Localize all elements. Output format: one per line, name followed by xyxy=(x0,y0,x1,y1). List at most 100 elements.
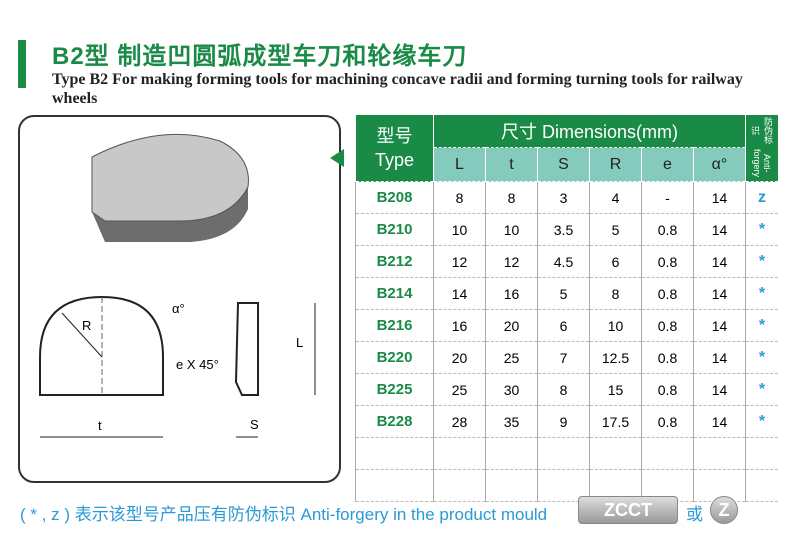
cell: 0.8 xyxy=(641,405,694,438)
page-title: B2型 制造凹圆弧成型车刀和轮缘车刀 xyxy=(52,43,468,70)
cell: 14 xyxy=(433,277,486,310)
cell: 12 xyxy=(433,245,486,278)
cell: 0.8 xyxy=(641,373,694,406)
title-accent-bar xyxy=(18,40,26,88)
cell: 0.8 xyxy=(641,245,694,278)
cell: 5 xyxy=(537,277,590,310)
cell: 16 xyxy=(485,277,538,310)
cell: 0.8 xyxy=(641,341,694,374)
cell: 7 xyxy=(537,341,590,374)
page-subtitle: Type B2 For making forming tools for mac… xyxy=(52,71,743,107)
column-header: S xyxy=(537,147,590,182)
anti-forgery-mark: * xyxy=(745,405,778,438)
cell: 4.5 xyxy=(537,245,590,278)
model-code: B216 xyxy=(355,309,434,342)
column-header: R xyxy=(589,147,642,182)
model-code: B212 xyxy=(355,245,434,278)
cell: 28 xyxy=(433,405,486,438)
model-code: B228 xyxy=(355,405,434,438)
model-code: B210 xyxy=(355,213,434,246)
z-logo: Z xyxy=(710,496,738,524)
cell: 8 xyxy=(589,277,642,310)
cell: 14 xyxy=(693,373,746,406)
column-header: L xyxy=(433,147,486,182)
column-header: α° xyxy=(693,147,746,182)
anti-forgery-mark: * xyxy=(745,341,778,374)
insert-drawing: R t L S α° e X 45° xyxy=(39,133,316,438)
cell: 0.8 xyxy=(641,277,694,310)
cell: 10 xyxy=(485,213,538,246)
cell: 4 xyxy=(589,181,642,214)
cell: 5 xyxy=(589,213,642,246)
cell: 12 xyxy=(485,245,538,278)
cell: 6 xyxy=(589,245,642,278)
label-e: e X 45° xyxy=(176,357,219,372)
cell: 20 xyxy=(433,341,486,374)
cell: 14 xyxy=(693,277,746,310)
anti-forgery-mark: * xyxy=(745,277,778,310)
cell: 8 xyxy=(433,181,486,214)
model-code: B214 xyxy=(355,277,434,310)
anti-forgery-mark: * xyxy=(745,309,778,342)
cell: 14 xyxy=(693,405,746,438)
or-text: 或 xyxy=(686,505,703,524)
empty-row xyxy=(355,469,778,502)
column-header: e xyxy=(641,147,694,182)
cell: 14 xyxy=(693,309,746,342)
cell: 25 xyxy=(485,341,538,374)
cell: 8 xyxy=(485,181,538,214)
cell: 3.5 xyxy=(537,213,590,246)
cell: 3 xyxy=(537,181,590,214)
label-r: R xyxy=(82,318,91,333)
label-s: S xyxy=(250,417,259,432)
anti-forgery-header: 防伪标识Anti-forgery xyxy=(745,115,778,182)
label-alpha: α° xyxy=(172,301,185,316)
anti-forgery-mark: z xyxy=(745,181,778,214)
anti-forgery-mark: * xyxy=(745,373,778,406)
cell: 8 xyxy=(537,373,590,406)
model-code: B220 xyxy=(355,341,434,374)
cell: 0.8 xyxy=(641,309,694,342)
cell: 14 xyxy=(693,213,746,246)
cell: - xyxy=(641,181,694,214)
anti-forgery-mark: * xyxy=(745,245,778,278)
cell: 12.5 xyxy=(589,341,642,374)
cell: 14 xyxy=(693,245,746,278)
empty-row xyxy=(355,437,778,470)
dimensions-header: 尺寸 Dimensions(mm) xyxy=(433,115,746,149)
model-code: B208 xyxy=(355,181,434,214)
model-code: B225 xyxy=(355,373,434,406)
cell: 16 xyxy=(433,309,486,342)
column-header: t xyxy=(485,147,538,182)
cell: 10 xyxy=(433,213,486,246)
cell: 25 xyxy=(433,373,486,406)
cell: 6 xyxy=(537,309,590,342)
label-t: t xyxy=(98,418,102,433)
anti-forgery-mark: * xyxy=(745,213,778,246)
cell: 20 xyxy=(485,309,538,342)
cell: 0.8 xyxy=(641,213,694,246)
drawing-panel: R t L S α° e X 45° xyxy=(18,115,341,483)
cell: 14 xyxy=(693,341,746,374)
pointer-arrow xyxy=(330,149,344,167)
cell: 14 xyxy=(693,181,746,214)
cell: 9 xyxy=(537,405,590,438)
cell: 10 xyxy=(589,309,642,342)
cell: 17.5 xyxy=(589,405,642,438)
footer-note: ( * , z ) 表示该型号产品压有防伪标识 Anti-forgery in … xyxy=(20,505,548,524)
zcct-logo: ZCCT xyxy=(578,496,678,524)
cell: 30 xyxy=(485,373,538,406)
cell: 35 xyxy=(485,405,538,438)
cell: 15 xyxy=(589,373,642,406)
label-l: L xyxy=(296,335,303,350)
